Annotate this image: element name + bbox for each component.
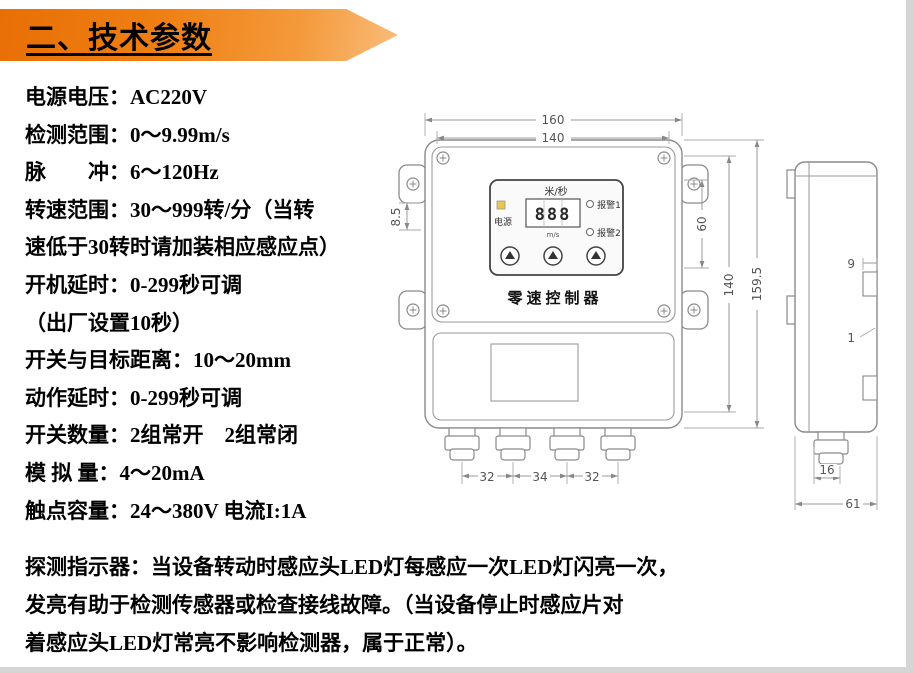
triangle-icon	[548, 251, 558, 259]
side-view	[786, 161, 878, 465]
dim-total-height: 159.5	[750, 267, 764, 301]
dim-step: 1	[847, 331, 855, 345]
spec-list: 电源电压：AC220V 检测范围：0～9.99m/s 脉 冲：6～120Hz 转…	[25, 79, 340, 530]
alarm1-label: 报警1	[597, 199, 621, 211]
alarm1-led-icon	[586, 200, 594, 208]
spec-line: 模 拟 量：4～20mA	[25, 460, 205, 485]
panel-buttons	[500, 246, 606, 266]
note-line: 着感应头LED灯常亮不影响检测器，属于正常）。	[25, 631, 478, 655]
dim-gland-right: 32	[584, 470, 599, 484]
dim-hole-height: 140	[722, 274, 736, 297]
front-view: 米/秒 电源 888 m/s 报警1 报警2	[398, 139, 709, 461]
side-gland	[813, 431, 849, 465]
dim-hole-width: 140	[542, 131, 565, 145]
spec-line: 检测范围：0～9.99m/s	[25, 122, 230, 147]
dim-body-depth: 61	[845, 497, 860, 511]
display-unit: m/s	[547, 231, 560, 239]
spec-line: 动作延时：0-299秒可调	[25, 385, 242, 410]
spec-line: 转速范围：30～999转/分（当转	[25, 197, 315, 222]
control-panel: 米/秒 电源 888 m/s 报警1 报警2	[489, 179, 624, 276]
dim-gland-mid: 34	[532, 470, 547, 484]
dim-gland-left: 32	[479, 470, 494, 484]
detector-note: 探测指示器：当设备转动时感应头LED灯每感应一次LED灯闪亮一次， 发亮有助于检…	[25, 548, 678, 662]
alarm2-led-icon	[586, 228, 594, 236]
digital-display: 888 m/s	[525, 198, 581, 239]
spec-line: 触点容量：24～380V 电流I:1A	[25, 498, 307, 523]
page-title: 二、技术参数	[26, 22, 212, 55]
power-led-icon	[496, 200, 506, 210]
power-label: 电源	[494, 216, 512, 228]
spec-line: （出厂设置10秒）	[25, 310, 193, 335]
spec-line: 电源电压：AC220V	[25, 85, 207, 109]
note-line: 探测指示器：当设备转动时感应头LED灯每感应一次LED灯闪亮一次，	[25, 555, 679, 579]
dim-gland-offset: 16	[819, 463, 834, 477]
spec-line: 开关数量：2组常开 2组常闭	[25, 423, 298, 448]
technical-drawing: 米/秒 电源 888 m/s 报警1 报警2	[389, 112, 878, 511]
window-edge-bottom	[0, 667, 913, 673]
dimensions-side: 9 1 16 61	[794, 257, 878, 511]
spec-line: 速低于30转时请加装相应感应点）	[25, 235, 340, 260]
dim-panel-height: 60	[695, 216, 709, 231]
spec-line: 开机延时：0-299秒可调	[25, 272, 242, 297]
label-window	[490, 343, 579, 402]
side-clip	[862, 271, 878, 297]
alarm2-label: 报警2	[597, 227, 621, 239]
dimensions-front: 160 140 8.5 60 140 159.5	[389, 112, 764, 484]
note-line: 发亮有助于检测传感器或检查接线故障。（当设备停止时感应片对	[25, 593, 624, 617]
display-value: 888	[535, 205, 572, 225]
dim-lid-depth: 9	[847, 257, 855, 271]
device-name-label: 零速控制器	[506, 289, 602, 307]
window-edge-right	[906, 0, 913, 673]
title-banner: 二、技术参数	[0, 9, 398, 61]
side-clip	[862, 375, 878, 401]
dim-top-width: 160	[542, 113, 565, 127]
triangle-icon	[505, 251, 515, 259]
unit-label: 米/秒	[544, 185, 567, 198]
spec-line: 开关与目标距离：10～20mm	[25, 348, 291, 373]
dim-tab-offset: 8.5	[389, 207, 403, 226]
spec-line: 脉 冲：6～120Hz	[25, 160, 219, 185]
cable-glands	[444, 427, 636, 461]
triangle-icon	[591, 251, 601, 259]
